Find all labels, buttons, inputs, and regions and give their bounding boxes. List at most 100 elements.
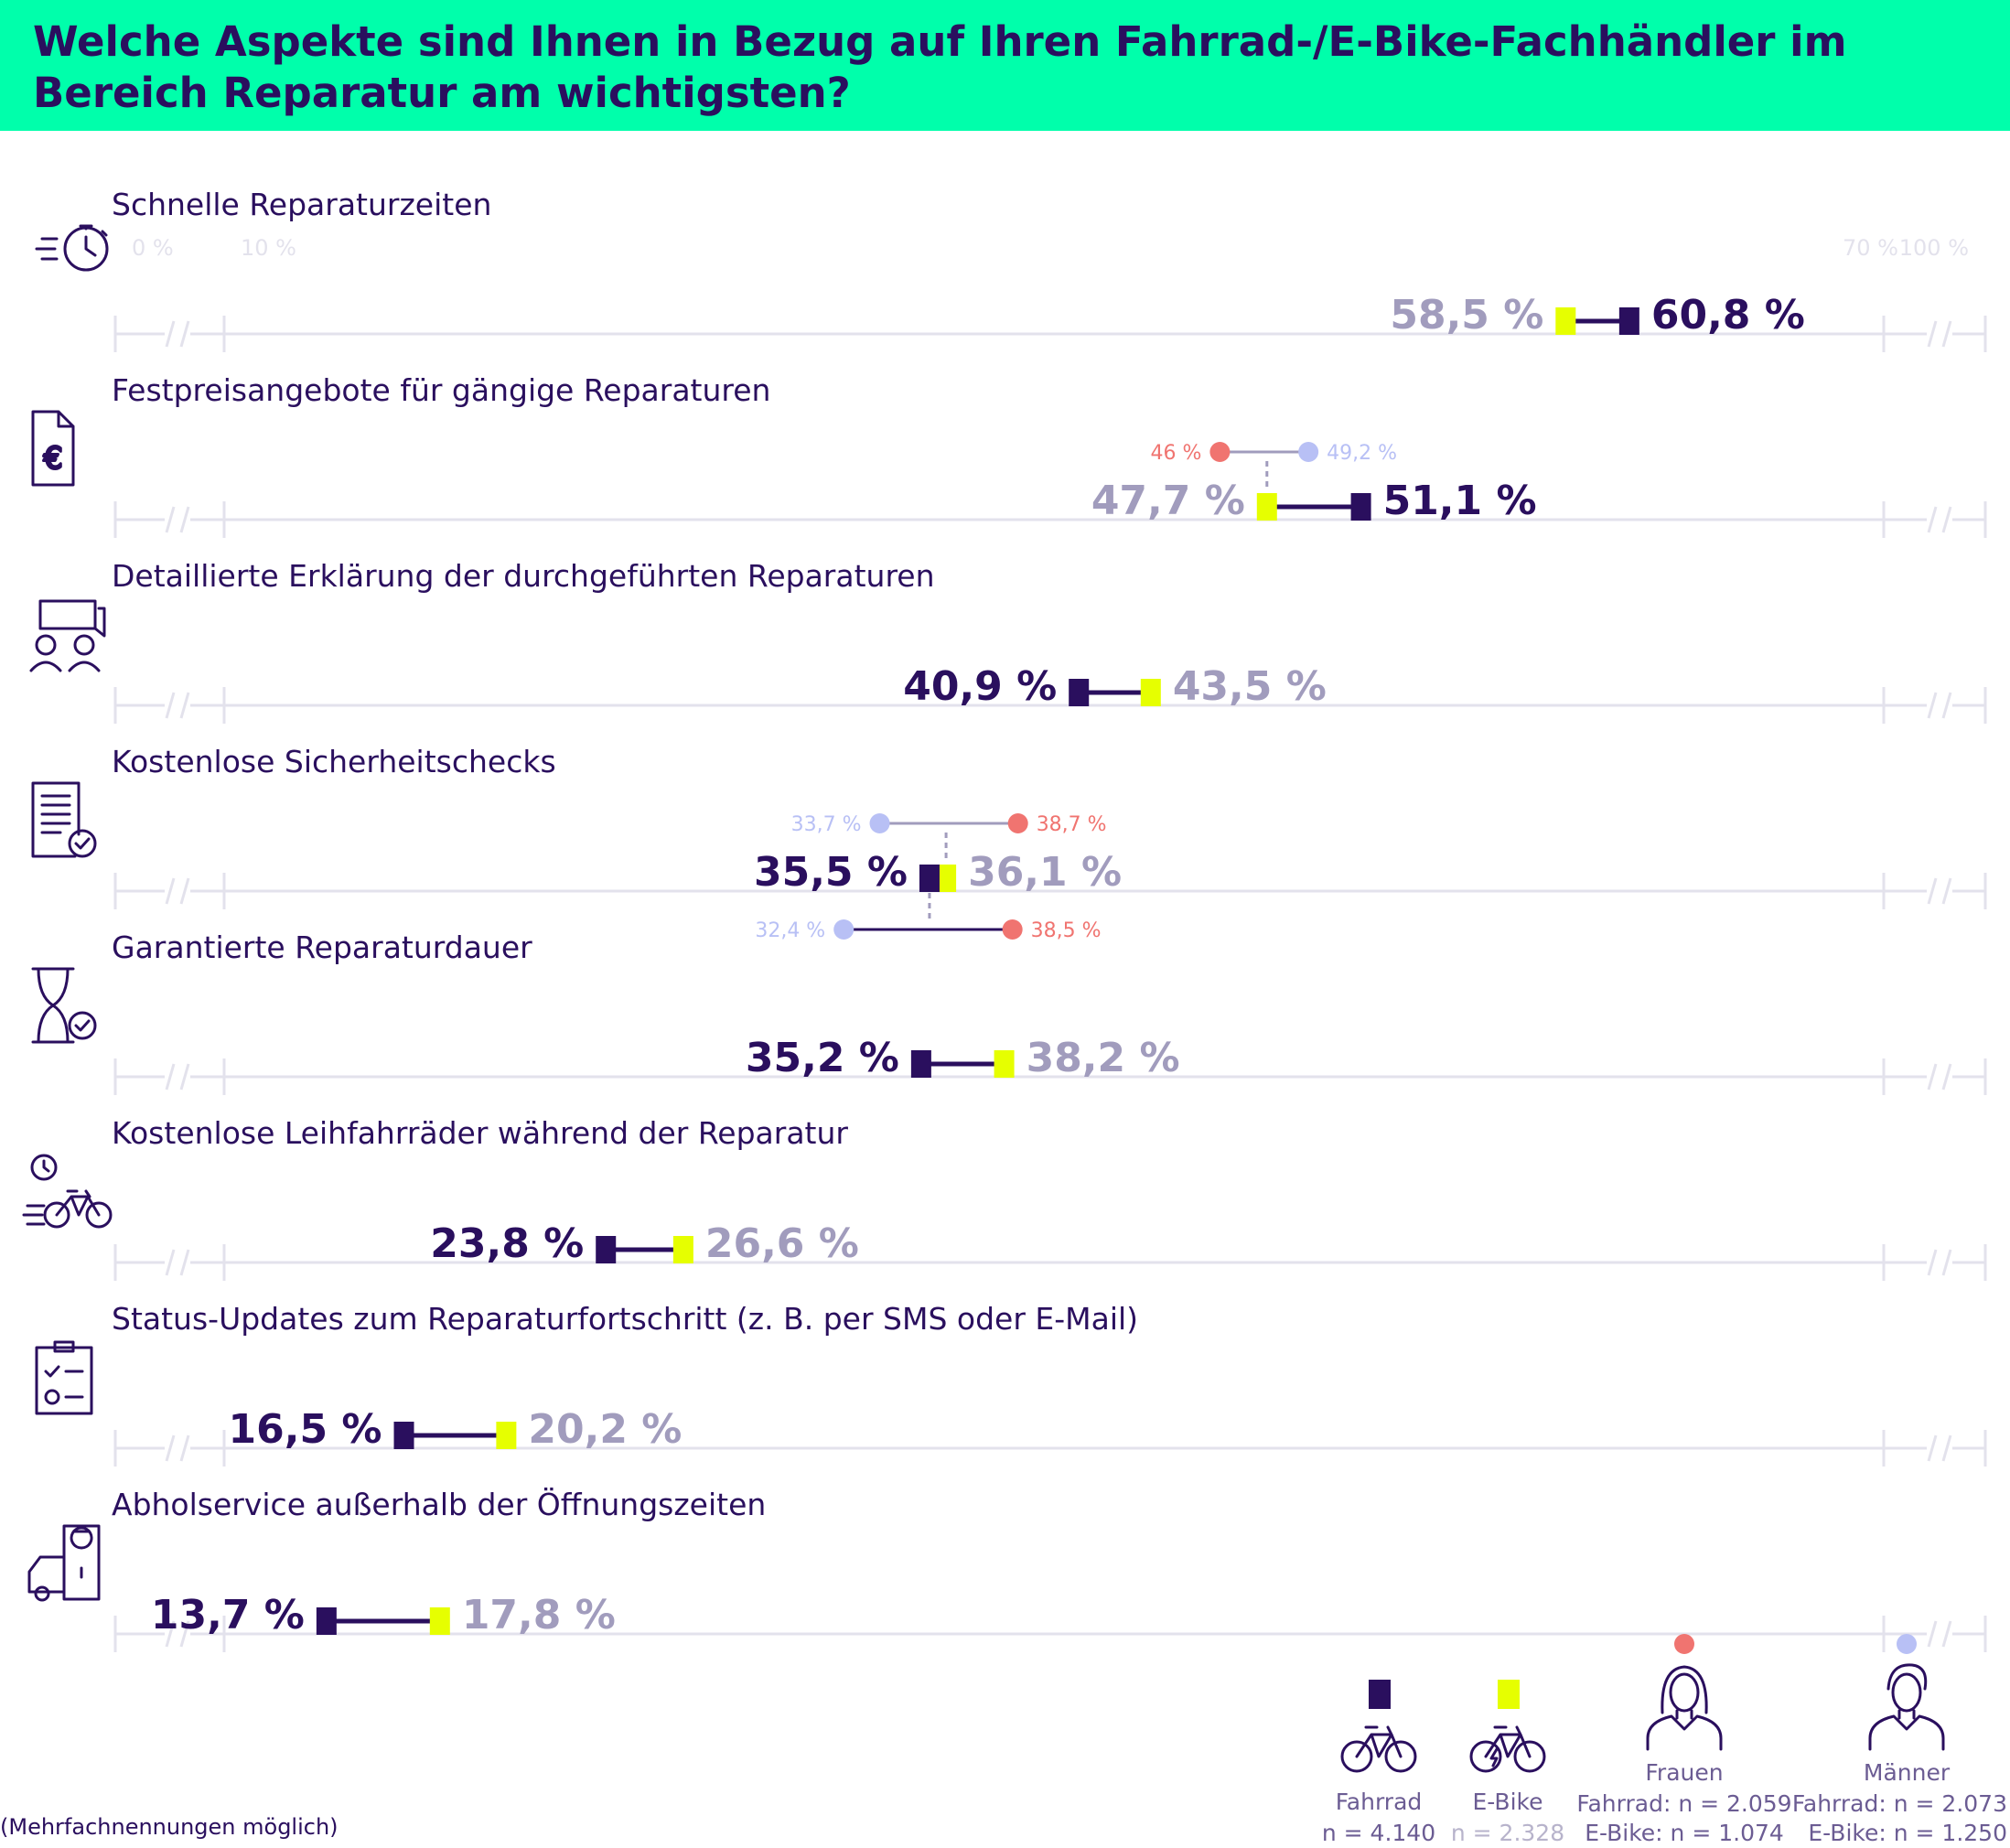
axis-break [165, 1620, 190, 1648]
stopwatch-hands [79, 224, 108, 257]
bike-frame [1355, 1725, 1403, 1758]
axis-break [165, 506, 190, 533]
category-label: Kostenlose Sicherheitschecks [112, 744, 556, 779]
person-head-right [73, 634, 95, 656]
category-label: Kostenlose Leihfahrräder während der Rep… [112, 1115, 848, 1151]
marker-fahrrad [596, 1236, 617, 1263]
value-label-ebike: 17,8 % [462, 1592, 616, 1638]
category-row: Kostenlose Leihfahrräder während der Rep… [22, 1115, 1987, 1281]
marker-fahrrad [919, 865, 940, 892]
value-label-frauen: 38,7 % [1037, 813, 1107, 836]
tick-label: 0 % [132, 235, 174, 261]
value-label-ebike: 36,1 % [968, 849, 1122, 896]
bike-wheel-rear [1469, 1740, 1502, 1773]
value-label-ebike: 26,6 % [705, 1220, 859, 1267]
value-label-maenner: 49,2 % [1327, 442, 1397, 465]
location-pin [70, 1526, 93, 1579]
check-circle [68, 1011, 97, 1040]
category-label: Festpreisangebote für gängige Reparature… [112, 372, 770, 408]
speed-lines [35, 237, 59, 261]
ebike-icon [1469, 1725, 1546, 1773]
marker-maenner [833, 919, 855, 940]
document-outline [31, 410, 75, 487]
marker-fahrrad [393, 1422, 414, 1449]
value-label-maenner: 33,7 % [791, 813, 862, 836]
axis-break [165, 320, 190, 348]
axis-break [165, 1249, 190, 1276]
category-row: € Festpreisangebote für gängige Reparatur… [31, 372, 1987, 538]
axis-break [1927, 692, 1952, 719]
axis-break [1927, 877, 1952, 905]
bike-bolt [1489, 1747, 1499, 1767]
chart-title: Welche Aspekte sind Ihnen in Bezug auf I… [33, 17, 1847, 117]
axis-break [1927, 1620, 1952, 1648]
marker-maenner [1298, 442, 1319, 462]
speech-bubbles [38, 599, 106, 638]
category-row: Kostenlose Sicherheitschecks 35,5 % 36,1 %… [31, 744, 1987, 942]
marker-fahrrad [1618, 307, 1639, 335]
category-row: Detaillierte Erklärung der durchgeführte… [29, 558, 1987, 724]
hair [1661, 1665, 1708, 1714]
value-label-fahrrad: 35,2 % [746, 1035, 899, 1081]
legend-label-frauen: Frauen [1645, 1759, 1723, 1786]
checklist-document-icon [31, 781, 97, 858]
person-body-left [29, 661, 62, 672]
marker-fahrrad [316, 1607, 337, 1635]
hourglass [31, 967, 75, 1044]
value-label-frauen: 38,5 % [1031, 919, 1102, 942]
value-label-fahrrad: 35,5 % [754, 849, 908, 896]
axis-break [1927, 506, 1952, 533]
bike-frame [55, 1189, 101, 1217]
category-label: Status-Updates zum Reparaturfortschritt … [112, 1301, 1138, 1337]
marker-fahrrad [1069, 679, 1090, 706]
euro-symbol: € [44, 440, 63, 476]
clock-hands [42, 1159, 50, 1173]
marker-frauen [1002, 919, 1023, 940]
axis-break [165, 692, 190, 719]
clipboard-outline [35, 1340, 93, 1415]
clipboard-icon [35, 1340, 93, 1415]
bike-wheel-rear [43, 1201, 70, 1229]
bike-wheel-front [1384, 1740, 1417, 1773]
axis-break [165, 1434, 190, 1462]
truck-wheel [34, 1585, 50, 1602]
text-lines [40, 794, 71, 834]
value-label-fahrrad: 23,8 % [430, 1220, 584, 1267]
value-label-ebike: 43,5 % [1173, 663, 1327, 710]
speed-lines [22, 1204, 46, 1226]
value-label-maenner: 32,4 % [755, 919, 825, 942]
marker-ebike [672, 1236, 693, 1263]
marker-ebike [496, 1422, 517, 1449]
marker-fahrrad [1350, 493, 1371, 521]
legend-n-maenner-ebike: E-Bike: n = 1.250 [1808, 1820, 2007, 1846]
legend-marker-ebike [1498, 1680, 1520, 1709]
axis-break [165, 877, 190, 905]
legend-marker-fahrrad [1369, 1680, 1391, 1709]
value-label-ebike: 47,7 % [1091, 478, 1245, 524]
tick-label: 100 % [1899, 235, 1969, 261]
marker-ebike [429, 1607, 450, 1635]
category-label: Garantierte Reparaturdauer [112, 929, 532, 965]
category-row: Abholservice außerhalb der Öffnungszeite… [27, 1486, 1987, 1652]
stopwatch-icon [35, 224, 109, 272]
hourglass-check-icon [31, 967, 97, 1044]
marker-ebike [1140, 679, 1161, 706]
axis-break [1927, 1434, 1952, 1462]
check-circle [68, 829, 97, 858]
body [1646, 1709, 1723, 1751]
clock-face [30, 1154, 58, 1181]
tick-label: 10 % [241, 235, 296, 261]
checklist-circle [44, 1389, 60, 1405]
check-mark [74, 837, 91, 850]
price-document-icon: € [31, 410, 75, 487]
legend-n-ebike: n = 2.328 [1451, 1820, 1564, 1846]
value-label-ebike: 20,2 % [528, 1406, 682, 1453]
axis-break [1927, 1063, 1952, 1091]
axis-break [1927, 1249, 1952, 1276]
delivery-icon [27, 1524, 101, 1602]
truck-cab [27, 1555, 66, 1594]
head [1669, 1672, 1700, 1713]
woman-icon [1646, 1665, 1723, 1751]
